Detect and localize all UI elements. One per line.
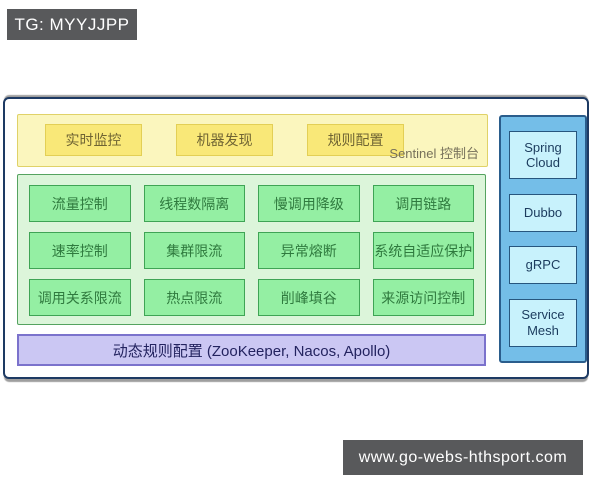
console-feature-row: 实时监控 机器发现 规则配置 <box>45 124 404 156</box>
console-caption: Sentinel 控制台 <box>389 146 479 161</box>
capability-call-relation-limiting: 调用关系限流 <box>29 279 131 316</box>
console-feature-realtime-monitoring: 实时监控 <box>45 124 142 156</box>
adapter-spring-cloud: Spring Cloud <box>509 131 577 180</box>
capability-rate-control: 速率控制 <box>29 232 131 269</box>
adapter-grpc: gRPC <box>509 246 577 285</box>
capability-slow-call-degradation: 慢调用降级 <box>258 185 360 222</box>
watermark-badge: www.go-webs-hthsport.com <box>343 440 583 475</box>
adapters-panel: Spring Cloud Dubbo gRPC Service Mesh <box>499 115 587 363</box>
console-feature-machine-discovery: 机器发现 <box>176 124 273 156</box>
sentinel-architecture-diagram: 实时监控 机器发现 规则配置 Sentinel 控制台 流量控制 线程数隔离 慢… <box>3 97 589 379</box>
capability-origin-access-control: 来源访问控制 <box>372 279 474 316</box>
telegram-badge-label: TG: MYYJJPP <box>14 14 130 34</box>
telegram-badge: TG: MYYJJPP <box>7 9 137 40</box>
adapter-service-mesh: Service Mesh <box>509 298 577 347</box>
capability-hotspot-limiting: 热点限流 <box>143 279 245 316</box>
capabilities-panel: 流量控制 线程数隔离 慢调用降级 调用链路 速率控制 集群限流 异常熔断 系统自… <box>17 174 486 325</box>
console-feature-rule-config: 规则配置 <box>307 124 404 156</box>
capability-flow-control: 流量控制 <box>29 185 131 222</box>
capability-peak-shaving: 削峰填谷 <box>258 279 360 316</box>
capability-exception-circuit-break: 异常熔断 <box>258 232 360 269</box>
dynamic-rules-label: 动态规则配置 (ZooKeeper, Nacos, Apollo) <box>112 342 391 360</box>
sentinel-console-panel: 实时监控 机器发现 规则配置 Sentinel 控制台 <box>17 114 488 167</box>
capability-thread-isolation: 线程数隔离 <box>143 185 245 222</box>
adapter-dubbo: Dubbo <box>509 193 577 232</box>
dynamic-rules-bar: 动态规则配置 (ZooKeeper, Nacos, Apollo) <box>17 334 486 366</box>
capability-call-chain: 调用链路 <box>372 185 474 222</box>
watermark-label: www.go-webs-hthsport.com <box>358 448 568 466</box>
capability-system-adaptive-protection: 系统自适应保护 <box>372 232 474 269</box>
capability-cluster-limiting: 集群限流 <box>143 232 245 269</box>
